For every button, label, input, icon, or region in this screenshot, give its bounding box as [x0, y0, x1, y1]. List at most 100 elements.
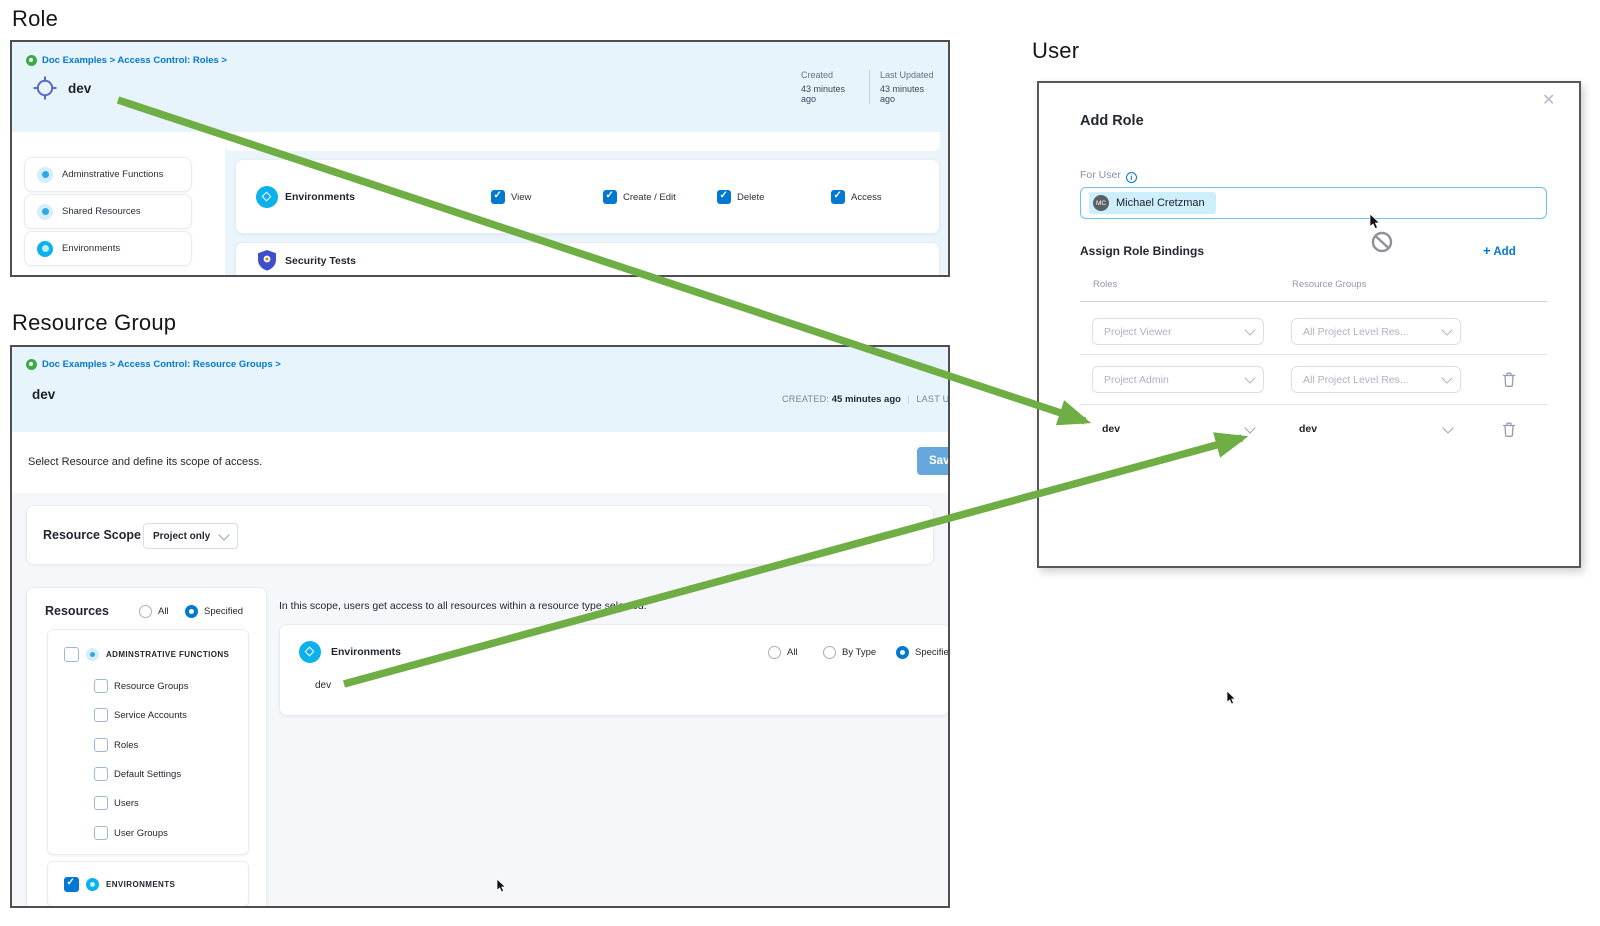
permission-create-edit[interactable]: Create / Edit [603, 190, 676, 204]
chevron-down-icon [218, 528, 230, 541]
list-item-service-accounts[interactable]: Service Accounts [94, 708, 187, 722]
created-block: Created 43 minutes ago [791, 70, 869, 104]
env-specified-radio-icon[interactable] [896, 646, 909, 659]
access-checkbox[interactable] [831, 190, 845, 204]
radio-all[interactable]: All [139, 605, 169, 618]
assign-role-bindings-label: Assign Role Bindings [1080, 244, 1205, 258]
admin-functions-checkbox[interactable] [64, 647, 79, 662]
for-user-input[interactable]: MC Michael Cretzman [1080, 187, 1547, 219]
add-binding-button[interactable]: + Add [1483, 243, 1516, 258]
admin-functions-group-row[interactable]: ADMINSTRATIVE FUNCTIONS [64, 647, 229, 662]
created-label: CREATED: [782, 394, 830, 404]
list-item-resource-groups[interactable]: Resource Groups [94, 679, 188, 693]
sidebar-item-shared-resources[interactable]: Shared Resources [24, 194, 192, 229]
shared-resources-icon [37, 203, 53, 220]
view-checkbox[interactable] [491, 190, 505, 204]
list-item-user-groups[interactable]: User Groups [94, 826, 168, 840]
list-item-label: Default Settings [114, 768, 182, 780]
delete-binding-icon[interactable] [1501, 371, 1517, 388]
resource-group-dropdown-row2[interactable]: All Project Level Res... [1291, 366, 1461, 393]
security-tests-icon [257, 249, 277, 275]
rg-page-title: dev [32, 387, 56, 402]
role-main-area: Environments View Create / Edit Delete A… [225, 132, 948, 275]
radio-env-all[interactable]: All [768, 646, 798, 659]
sidebar-item-label: Environments [62, 243, 121, 254]
permission-access[interactable]: Access [831, 190, 882, 204]
user-chip[interactable]: MC Michael Cretzman [1089, 192, 1216, 214]
list-item-default-settings[interactable]: Default Settings [94, 767, 181, 781]
environments-icon [256, 186, 278, 208]
view-label: View [511, 191, 532, 203]
chevron-down-icon[interactable] [1442, 422, 1454, 434]
chevron-down-icon [1244, 324, 1256, 336]
env-by-type-radio-icon[interactable] [823, 646, 836, 659]
permission-view[interactable]: View [491, 190, 531, 204]
permission-row-label: Environments [285, 191, 356, 203]
sidebar-item-administrative-functions[interactable]: Adminstrative Functions [24, 157, 192, 192]
sidebar-item-environments[interactable]: Environments [24, 231, 192, 266]
resource-group-dropdown-row1[interactable]: All Project Level Res... [1291, 318, 1461, 345]
administrative-functions-icon [37, 166, 53, 183]
all-radio-icon[interactable] [139, 605, 152, 618]
rg-meta: CREATED: 45 minutes ago | LAST UPD [782, 394, 948, 405]
rg-toolbar: Select Resource and define its scope of … [12, 432, 948, 494]
create-edit-label: Create / Edit [623, 191, 676, 203]
resource-group-value-dev[interactable]: dev [1299, 423, 1318, 435]
project-icon [26, 55, 37, 66]
rg-environments-row-card: Environments All By Type Specified dev [279, 624, 948, 716]
list-item-users[interactable]: Users [94, 796, 139, 810]
radio-env-specified[interactable]: Specified [896, 646, 948, 659]
role-value-dev[interactable]: dev [1102, 423, 1121, 435]
role-dropdown-row1[interactable]: Project Viewer [1092, 318, 1264, 345]
environments-checkbox[interactable] [64, 877, 79, 892]
radio-env-by-type[interactable]: By Type [823, 646, 876, 659]
breadcrumb[interactable]: Doc Examples > Access Control: Resource … [26, 359, 281, 370]
administrative-functions-group-card: ADMINSTRATIVE FUNCTIONS Resource Groups … [47, 629, 249, 855]
env-by-type-label: By Type [842, 647, 877, 658]
mouse-cursor-blocked [1367, 213, 1401, 260]
updated-label: Last Updated [879, 70, 934, 80]
role-target-icon [32, 75, 58, 106]
specified-radio-icon[interactable] [185, 605, 198, 618]
delete-binding-icon[interactable] [1501, 421, 1517, 438]
info-icon[interactable]: i [1125, 172, 1137, 183]
table-header-divider [1080, 301, 1547, 302]
resource-scope-dropdown[interactable]: Project only [143, 523, 238, 549]
save-button[interactable]: Save [917, 447, 948, 475]
chevron-down-icon [1441, 372, 1453, 384]
role-dropdown-row2[interactable]: Project Admin [1092, 366, 1264, 393]
env-all-radio-icon[interactable] [768, 646, 781, 659]
breadcrumb[interactable]: Doc Examples > Access Control: Roles > [26, 55, 227, 66]
admin-functions-icon [86, 648, 99, 661]
specified-radio-label: Specified [204, 606, 244, 617]
role-meta: Created 43 minutes ago Last Updated 43 m… [791, 70, 948, 104]
section-label-user: User [1032, 38, 1080, 63]
radio-specified[interactable]: Specified [185, 605, 243, 618]
permission-delete[interactable]: Delete [717, 190, 764, 204]
delete-checkbox[interactable] [717, 190, 731, 204]
service-accounts-checkbox[interactable] [94, 708, 108, 722]
list-item-roles[interactable]: Roles [94, 738, 138, 752]
list-item-label: Users [114, 797, 139, 809]
updated-value: 43 minutes ago [879, 84, 924, 104]
resource-scope-card: Resource Scope Project only [26, 505, 934, 565]
environments-group-row[interactable]: ENVIRONMENTS [64, 877, 175, 892]
default-settings-checkbox[interactable] [94, 767, 108, 781]
role-panel: Doc Examples > Access Control: Roles > d… [10, 40, 950, 277]
roles-checkbox[interactable] [94, 738, 108, 752]
created-label: Created [801, 70, 834, 80]
env-all-label: All [787, 647, 798, 658]
close-icon[interactable]: ✕ [1542, 92, 1556, 109]
breadcrumb-text: Doc Examples > Access Control: Roles > [42, 55, 227, 66]
list-item-label: Service Accounts [114, 709, 187, 721]
user-groups-checkbox[interactable] [94, 826, 108, 840]
create-edit-checkbox[interactable] [603, 190, 617, 204]
chevron-down-icon[interactable] [1244, 422, 1256, 434]
row-divider [1080, 404, 1547, 405]
row-divider [1080, 354, 1547, 355]
resource-groups-checkbox[interactable] [94, 679, 108, 693]
dialog-title: Add Role [1080, 113, 1144, 129]
users-checkbox[interactable] [94, 796, 108, 810]
rg-env-value: dev [315, 680, 332, 691]
